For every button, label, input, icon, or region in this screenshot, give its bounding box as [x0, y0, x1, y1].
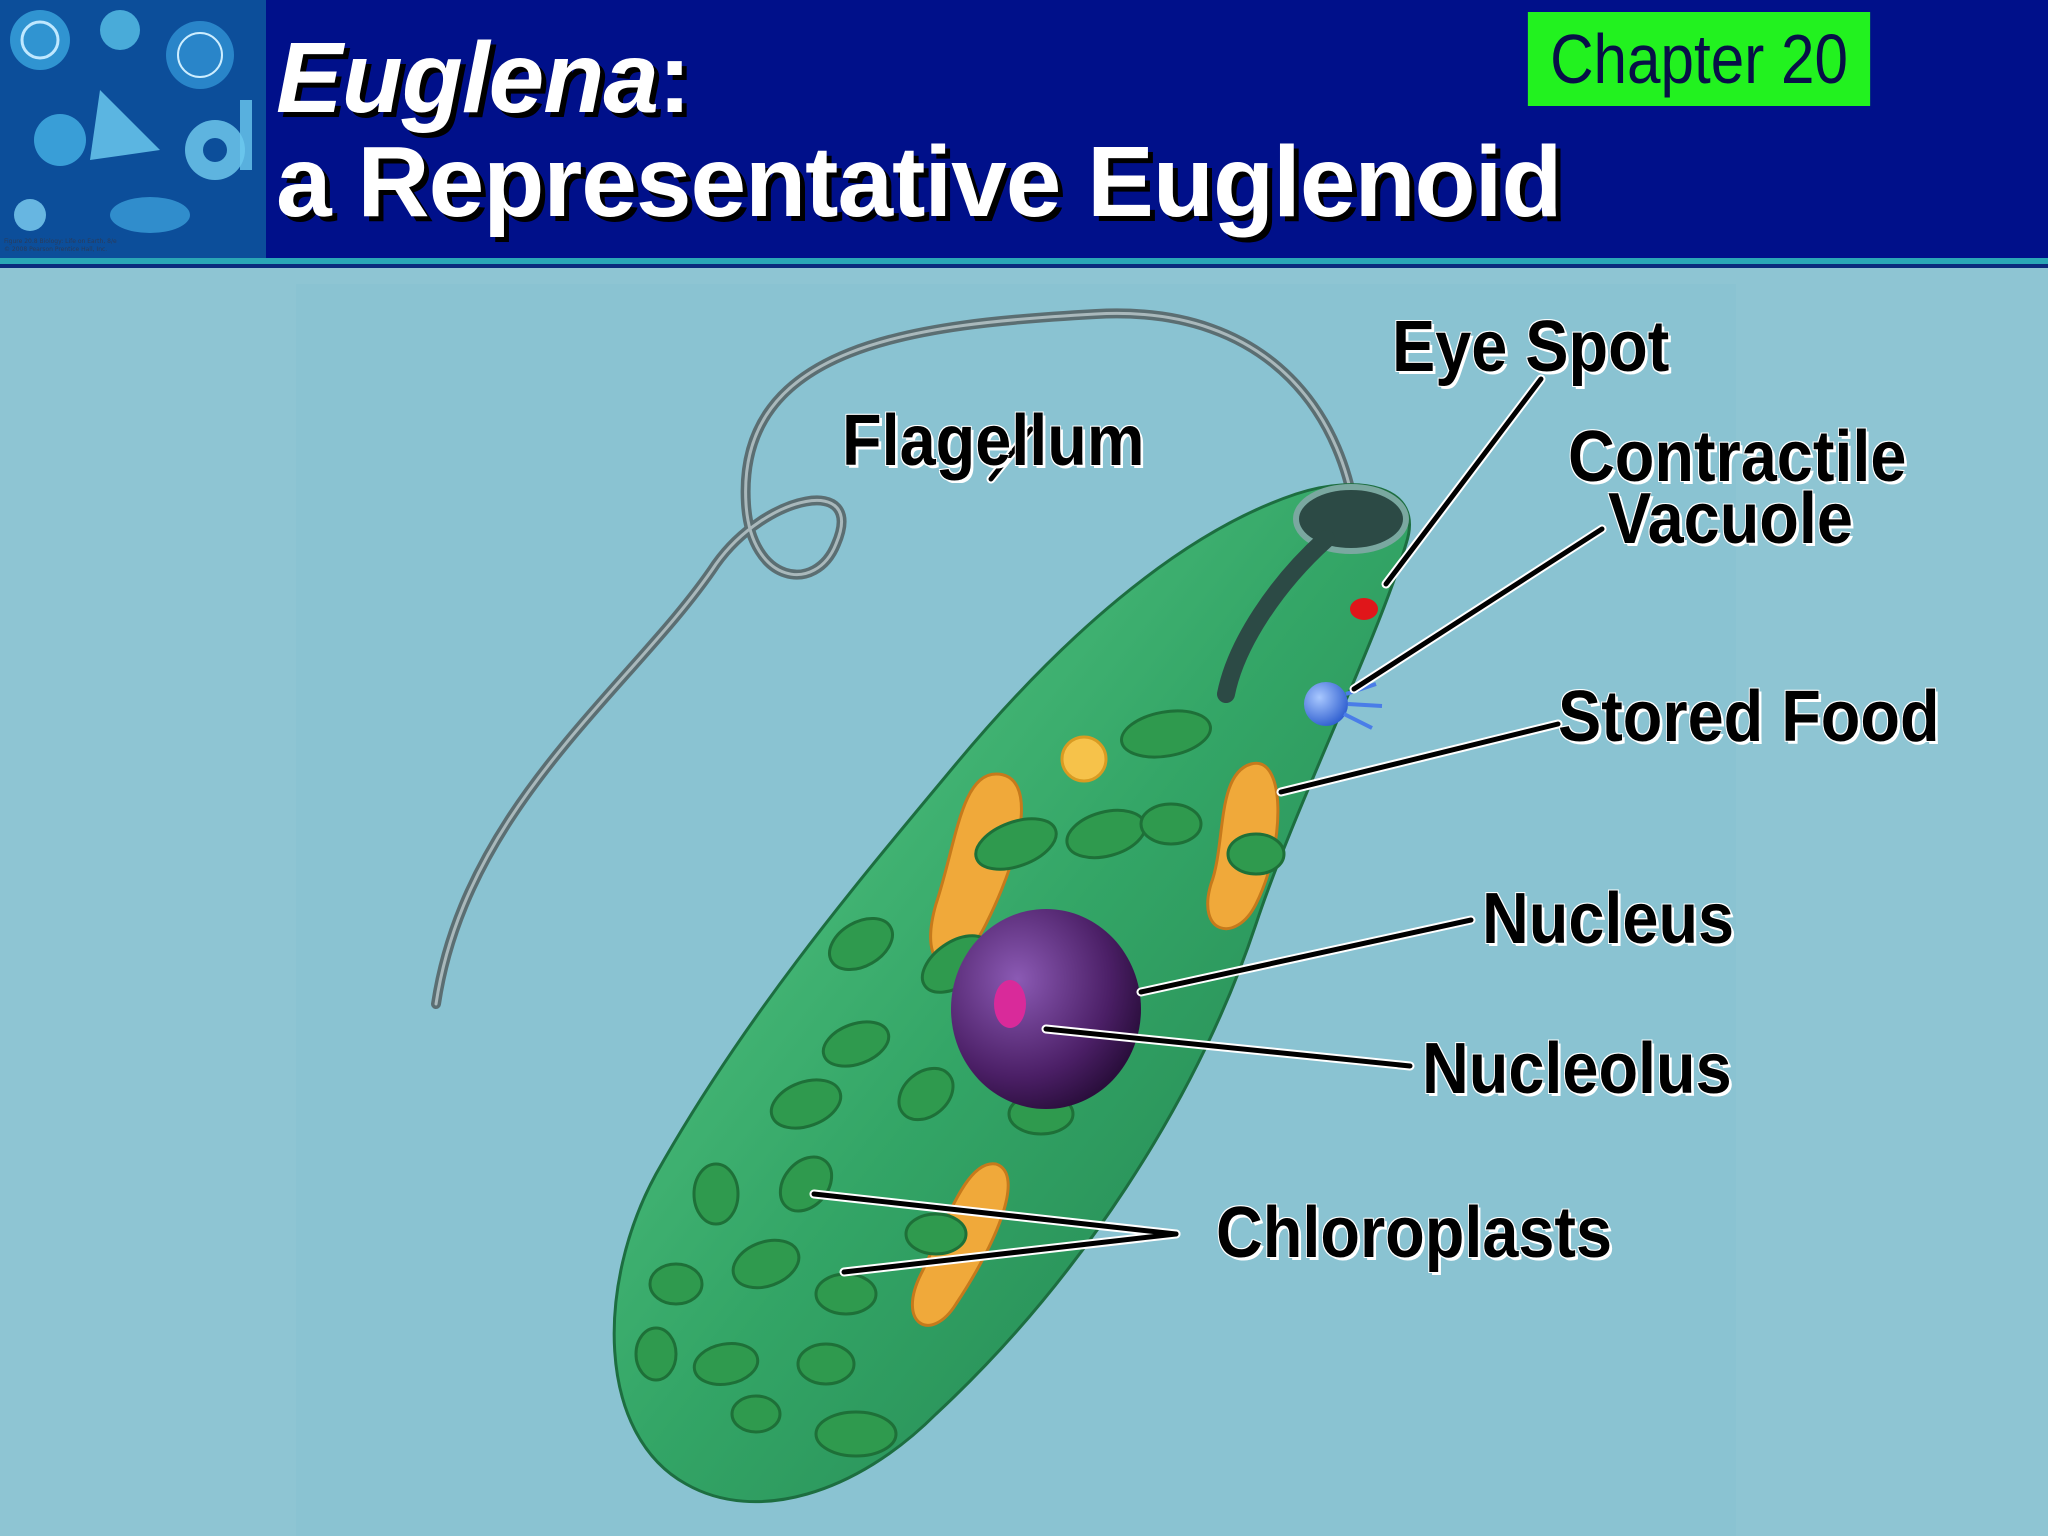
label-contractile: Contractile	[1568, 417, 1907, 497]
header-rule	[0, 258, 2048, 264]
label-chloroplasts: Chloroplasts	[1216, 1193, 1613, 1273]
gullet	[1217, 530, 1335, 703]
chapter-badge: Chapter 20	[1527, 12, 1871, 106]
label-eye-spot: Eye Spot	[1392, 307, 1670, 387]
label-stored-food: Stored Food	[1558, 677, 1940, 757]
paramylon-granule	[1060, 735, 1108, 783]
diatom-thumbnail-art	[0, 0, 266, 258]
euglena-diagram	[431, 308, 1607, 1504]
nucleus-organelle	[951, 909, 1141, 1109]
title-italic-word: Euglena	[276, 22, 659, 134]
contractile-vacuole-organelle	[1304, 682, 1348, 726]
diagram-panel: Flagellum Eye Spot Contractile Vacuole S…	[296, 284, 1940, 1536]
leader-lines-core	[811, 376, 1605, 1275]
title-line-2: a Representative Euglenoid	[276, 126, 1562, 238]
title-colon: :	[657, 22, 691, 134]
thumbnail-credit: Figure 20.8 Biology: Life on Earth, 8/e …	[4, 238, 117, 253]
label-nucleolus: Nucleolus	[1422, 1029, 1732, 1109]
diatom-thumbnail: Figure 20.8 Biology: Life on Earth, 8/e …	[0, 0, 266, 258]
label-vacuole: Vacuole	[1608, 479, 1853, 559]
label-nucleus: Nucleus	[1482, 879, 1735, 959]
nucleolus-organelle	[994, 980, 1026, 1028]
header-rule-dark	[0, 264, 2048, 268]
page-title: Euglena: a Representative Euglenoid	[276, 26, 1562, 234]
eye-spot-organelle	[1350, 598, 1378, 620]
label-flagellum: Flagellum	[842, 401, 1145, 481]
